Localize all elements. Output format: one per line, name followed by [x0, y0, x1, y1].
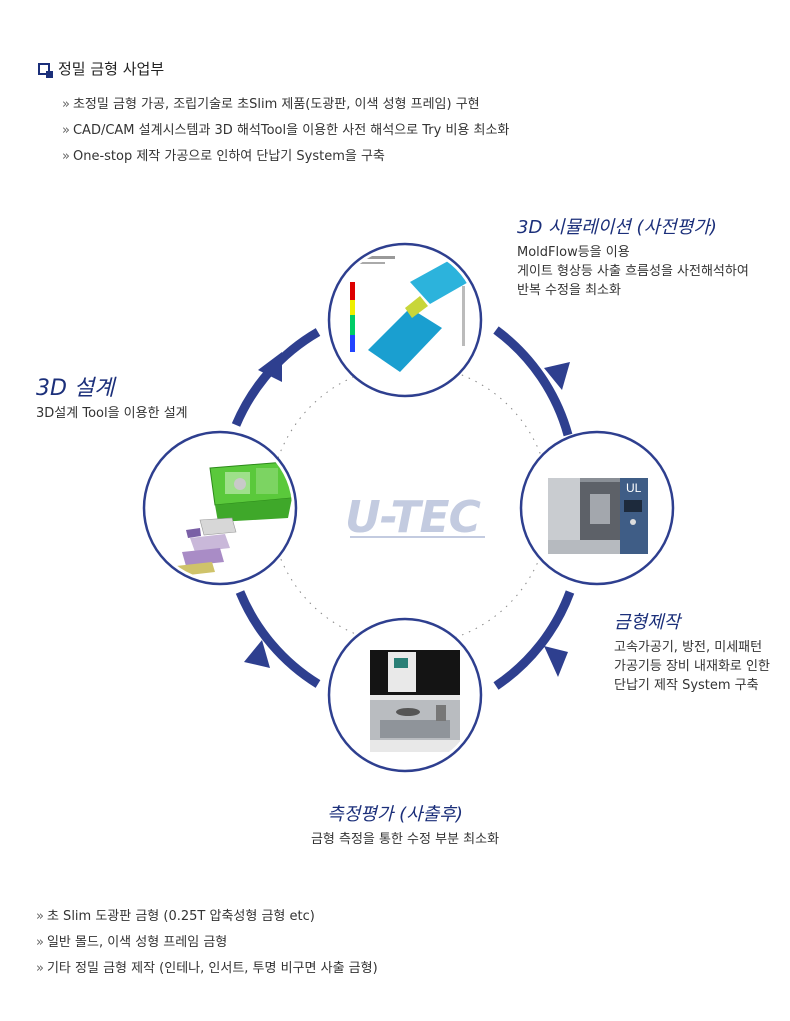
arc-bottom-right — [493, 590, 575, 690]
arc-bottom-left — [235, 590, 321, 688]
stage-title-design: 3D 설계 — [36, 376, 115, 401]
stage-desc-measurement: 금형 측정을 통한 수정 부분 최소화 — [310, 832, 500, 847]
stage-circle-simulation — [327, 242, 483, 398]
list-item: »기타 정밀 금형 제작 (인테나, 인서트, 투명 비구면 사출 금형) — [36, 961, 378, 976]
company-logo: U-TEC — [345, 492, 485, 543]
section-header: 정밀 금형 사업부 — [38, 58, 164, 79]
stage-title-measurement: 측정평가 (사출후) — [327, 804, 463, 825]
feature-list: »초정밀 금형 가공, 조립기술로 초Slim 제품(도광판, 이색 성형 프레… — [62, 92, 509, 170]
box-bullet-icon — [38, 62, 53, 78]
process-cycle-diagram: UL U-TEC — [142, 242, 675, 773]
stage-title-simulation: 3D 시뮬레이션 (사전평가) — [517, 217, 717, 238]
stage-circle-manufacture: UL — [519, 430, 675, 586]
list-item: »일반 몰드, 이색 성형 프레임 금형 — [36, 935, 228, 950]
stage-circle-measurement — [327, 617, 483, 773]
list-item: »CAD/CAM 설계시스템과 3D 해석Tool을 이용한 사전 해석으로 T… — [62, 123, 510, 138]
arrow-head-top-right — [544, 362, 570, 390]
stage-title-manufacture: 금형제작 — [614, 612, 681, 633]
stage-circle-design — [142, 430, 298, 586]
svg-text:U-TEC: U-TEC — [345, 492, 481, 543]
stage-desc-design: 3D설계 Tool을 이용한 설계 — [36, 406, 188, 421]
list-item: »초 Slim 도광판 금형 (0.25T 압축성형 금형 etc) — [36, 909, 315, 924]
arc-top-right — [493, 326, 573, 437]
list-item: »One-stop 제작 가공으로 인하여 단납기 System을 구축 — [62, 149, 385, 164]
stage-desc-simulation: MoldFlow등을 이용 게이트 형상등 사출 흐름성을 사전해석하여 반복 … — [517, 245, 749, 298]
product-list: »초 Slim 도광판 금형 (0.25T 압축성형 금형 etc) »일반 몰… — [36, 904, 378, 982]
arrow-head-top-left — [258, 352, 282, 382]
stage-desc-manufacture: 고속가공기, 방전, 미세패턴 가공기등 장비 내재화로 인한 단납기 제작 S… — [614, 640, 770, 693]
arrow-head-bottom-left — [244, 640, 270, 668]
ul-mark-logo: UL — [626, 481, 642, 495]
arrow-head-bottom-right — [544, 646, 568, 677]
section-title: 정밀 금형 사업부 — [58, 60, 165, 78]
list-item: »초정밀 금형 가공, 조립기술로 초Slim 제품(도광판, 이색 성형 프레… — [62, 97, 480, 112]
